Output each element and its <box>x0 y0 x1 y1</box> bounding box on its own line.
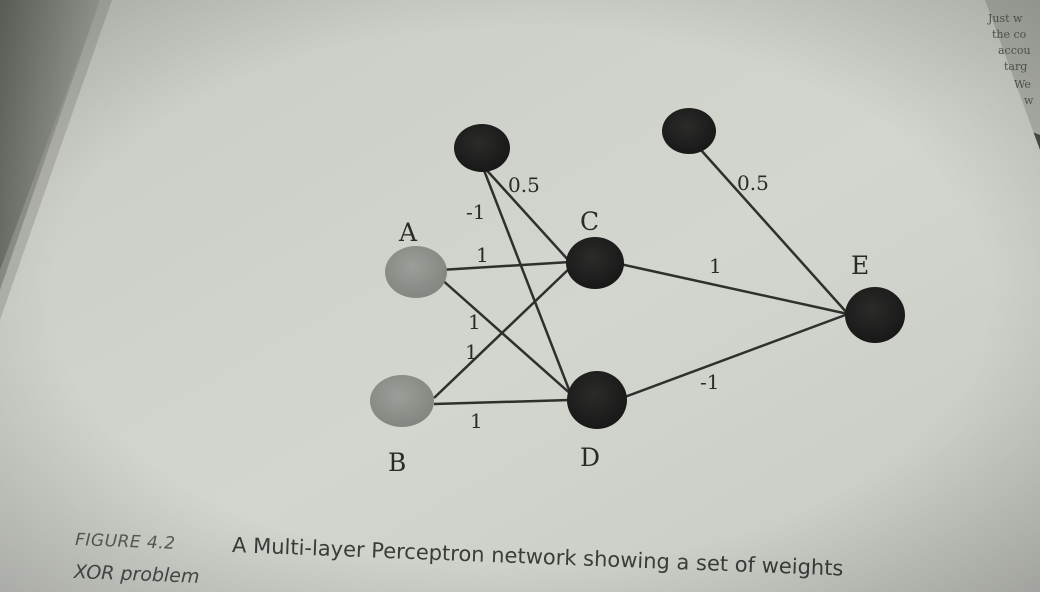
weight-bias1-d: -1 <box>466 200 485 224</box>
hidden-node-d <box>567 371 627 429</box>
weight-d-e: -1 <box>700 370 719 394</box>
node-label-d: D <box>580 443 600 472</box>
weight-a-c: 1 <box>476 243 489 267</box>
hidden-node-c <box>566 237 624 289</box>
node-label-e: E <box>851 251 869 280</box>
weight-c-e: 1 <box>709 254 722 278</box>
svg-text:w: w <box>1024 94 1034 107</box>
weight-bias2-e: 0.5 <box>737 171 769 195</box>
node-label-a: A <box>398 218 418 247</box>
svg-text:accou: accou <box>998 44 1031 57</box>
output-node-e <box>845 287 905 343</box>
input-node-b <box>370 375 434 427</box>
svg-text:We: We <box>1014 78 1031 91</box>
svg-text:Just w: Just w <box>987 12 1023 25</box>
weight-b-d: 1 <box>470 409 483 433</box>
bias-node-1 <box>454 124 510 172</box>
input-node-a <box>385 246 447 298</box>
caption-figure-label: FIGURE 4.2 <box>75 530 176 554</box>
node-label-c: C <box>580 207 599 236</box>
weight-a-d: 1 <box>468 310 481 334</box>
svg-text:targ: targ <box>1004 60 1027 73</box>
svg-text:the co: the co <box>992 28 1027 41</box>
node-label-b: B <box>388 448 406 477</box>
weight-bias1-c: 0.5 <box>508 173 540 197</box>
weight-b-c: 1 <box>465 340 478 364</box>
bias-node-2 <box>662 108 716 154</box>
